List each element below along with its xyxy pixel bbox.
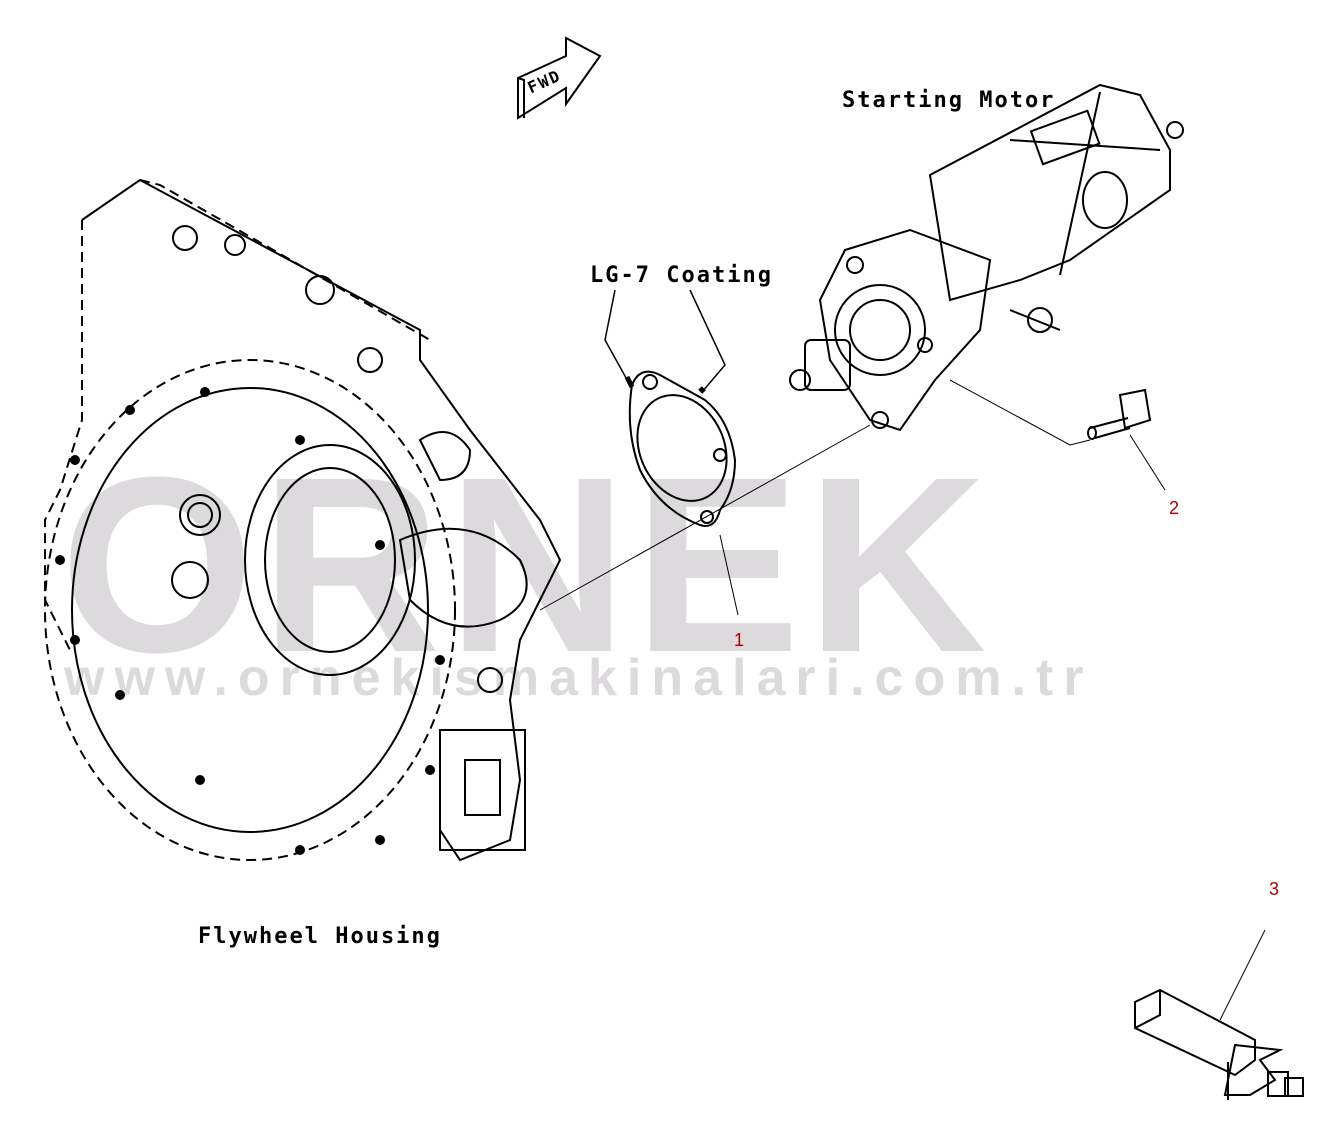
watermark-url: www.ornekismakinalari.com.tr — [64, 649, 1094, 707]
starting-motor-shape — [789, 83, 1184, 432]
flywheel-housing-label: Flywheel Housing — [198, 924, 442, 949]
flywheel-housing-shape — [44, 178, 562, 862]
tool-shape — [1134, 988, 1304, 1100]
fwd-arrow-icon — [517, 36, 602, 120]
lg7-coating-label: LG-7 Coating — [590, 263, 773, 288]
watermark-brand: ORNEK — [60, 425, 993, 704]
bolt-shape — [1087, 388, 1152, 440]
gasket-shape — [628, 370, 737, 527]
callout-3[interactable]: 3 — [1269, 879, 1280, 899]
starting-motor-label: Starting Motor — [842, 88, 1056, 113]
callout-1[interactable]: 1 — [734, 630, 745, 650]
callout-2[interactable]: 2 — [1169, 498, 1180, 518]
